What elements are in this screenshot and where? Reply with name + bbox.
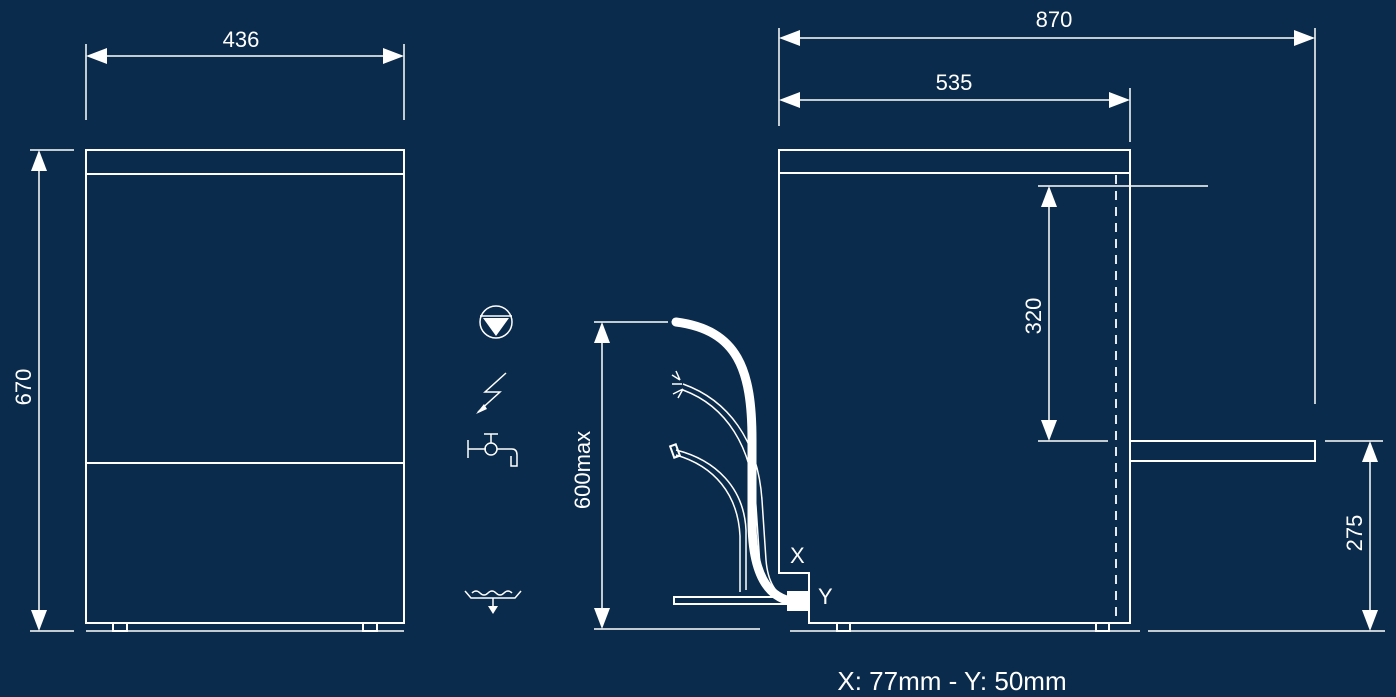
arrow-head — [594, 322, 610, 343]
front-foot-right — [362, 622, 378, 632]
arrow-head — [383, 48, 404, 64]
drain-outlet — [787, 591, 809, 611]
side-top-panel — [778, 149, 1131, 174]
water-hose-2 — [675, 454, 741, 592]
door-height-dimension: 320 — [1021, 185, 1208, 442]
electric-icon — [476, 372, 507, 414]
power-cable — [682, 383, 791, 601]
arrow-head — [779, 92, 800, 108]
arrow-head — [1041, 420, 1057, 441]
body-depth-label: 535 — [936, 70, 973, 95]
overall-depth-label: 870 — [1036, 7, 1073, 32]
front-body-outline — [85, 149, 405, 624]
front-width-dimension: 436 — [85, 27, 405, 120]
x-marker-label: X — [790, 543, 805, 568]
height-label: 670 — [11, 369, 36, 406]
overall-depth-dimension: 870 — [778, 7, 1316, 404]
front-view — [30, 149, 405, 632]
arrow-head — [1294, 30, 1315, 46]
door-height-label: 320 — [1021, 298, 1046, 335]
arrow-head — [1362, 610, 1378, 631]
side-view: X Y — [778, 149, 1385, 632]
water-hose-fitting — [668, 443, 682, 459]
floor-drain-icon — [464, 590, 522, 614]
drain-pump-icon — [479, 305, 513, 339]
arrow-head — [1362, 441, 1378, 462]
arrow-head — [31, 610, 47, 631]
arrow-head — [1109, 92, 1130, 108]
arrow-head — [31, 150, 47, 171]
y-marker-label: Y — [818, 584, 833, 609]
footer-caption: X: 77mm - Y: 50mm — [837, 666, 1066, 696]
connection-height-label: 600max — [570, 431, 595, 509]
front-foot-left — [112, 622, 128, 632]
door-level-label: 275 — [1342, 515, 1367, 552]
arrow-head — [779, 30, 800, 46]
side-foot-right — [1095, 622, 1110, 632]
body-depth-dimension: 535 — [779, 70, 1131, 142]
front-height-dimension: 670 — [11, 149, 74, 631]
side-body-outline — [778, 173, 1131, 624]
arrow-head — [594, 608, 610, 629]
side-foot-left — [836, 622, 851, 632]
water-hose — [675, 449, 747, 590]
open-door-panel — [1129, 440, 1316, 462]
drain-hose — [671, 317, 795, 606]
connection-height-dimension: 600max — [570, 321, 760, 630]
cable-end-wires — [671, 370, 684, 399]
power-cable-2 — [682, 389, 761, 567]
arrow-head — [86, 48, 107, 64]
connection-hoses — [668, 317, 809, 611]
drain-plate — [673, 596, 787, 605]
door-level-dimension: 275 — [1325, 440, 1383, 631]
water-tap-icon — [467, 433, 518, 467]
width-label: 436 — [223, 27, 260, 52]
arrow-head — [1041, 186, 1057, 207]
